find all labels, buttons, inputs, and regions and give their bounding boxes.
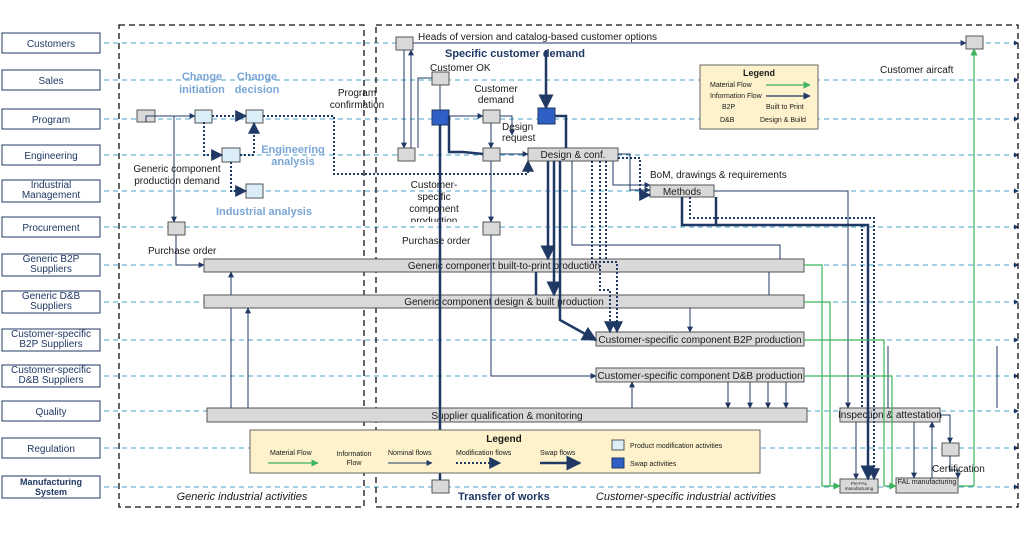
legend-bottom-swap-activities: Swap activities [630,461,677,468]
box-design-conf-label: Design & conf. [540,150,605,161]
lane-quality: Quality [35,407,66,418]
box-engineering-cs [397,147,416,162]
bar-cs-db-label: Customer-specific component D&B producti… [597,371,802,382]
lane-program: Program [32,115,70,126]
lane-labels: Customers Sales Program Engineering Indu… [1,32,101,499]
label-change-decision: Change decision [234,71,280,96]
material-flows [804,48,978,490]
label-generic-activities: Generic industrial activities [177,491,308,503]
box-design-request [482,147,501,162]
label-cs-component-demand: Customer-specific component production d… [409,180,459,222]
label-generic-component-demand: Generic component production demand [133,164,221,187]
legend-top-db-desc: Design & Build [760,117,806,124]
lane-engineering: Engineering [24,151,77,162]
box-customer-demand [482,109,501,124]
bar-qualification [206,407,808,423]
box-change-decision [245,109,264,124]
box-inspection-label: Inspection & attestation [838,410,942,421]
legend-top-material: Material Flow [710,82,753,89]
box-certification [941,442,960,457]
legend-bottom: Legend Material Flow Information Flow No… [249,429,761,474]
box-methods-label: Methods [663,187,701,198]
lane-cs-b2p-suppliers: Customer-specific B2P Suppliers [10,329,92,350]
label-customer-ok: Customer OK [430,63,491,74]
label-program-confirmation: Program confirmation [329,88,385,111]
label-engineering-analysis: Engineering analysis [261,144,325,168]
box-swap-program [431,109,450,126]
swap-flows [438,50,876,481]
lane-procurement: Procurement [22,223,79,234]
annotation-labels: Heads of version and catalog-based custo… [133,32,985,503]
legend-top-information: Information Flow [710,93,763,100]
legend-bottom-nominal: Nominal flows [388,450,432,457]
lane-industrial-management: Industrial Management [21,180,81,201]
box-pre-fal-label: Pre-FAL manufacturing [844,481,874,491]
box-heads-of-version [395,36,414,51]
box-fal-label: FAL manufacturing [897,479,957,486]
label-customer-aircraft: Customer aircaft [880,65,954,76]
label-transfer-of-works: Transfer of works [458,491,550,503]
bar-generic-db-label: Generic component design & built product… [404,297,604,308]
label-purchase-order-generic: Purchase order [148,246,217,257]
box-procurement-generic [167,221,186,236]
box-transfer-of-works [431,479,450,494]
lane-manufacturing-system: Manufacturing System [20,477,82,497]
production-bars: Generic component built-to-print product… [203,147,959,494]
bar-qualification-label: Supplier qualification & monitoring [431,411,582,422]
lane-cs-db-suppliers: Customer-specific D&B Suppliers [10,365,92,386]
box-procurement-cs [482,221,501,236]
label-bom: BoM, drawings & requirements [650,170,787,181]
legend-top-title: Legend [743,68,775,78]
box-change-initiation [194,109,213,124]
legend-top-b2p: B2P [722,104,736,111]
legend-bottom-title: Legend [486,434,522,445]
lane-generic-db-suppliers: Generic D&B Suppliers [21,291,81,312]
label-specific-customer-demand: Specific customer demand [445,48,585,60]
legend-bottom-information: Information Flow [336,451,372,467]
label-design-request: Design request [502,122,536,144]
legend-top-b2p-desc: Built to Print [766,104,804,111]
nominal-flows [145,40,998,480]
box-customer-aircraft [965,35,984,50]
label-change-initiation: Change initiation [179,71,225,96]
legend-bottom-swap: Swap flows [540,450,576,457]
label-cs-activities: Customer-specific industrial activities [596,491,777,503]
lane-sales: Sales [38,76,63,87]
box-engineering-analysis [221,147,241,163]
legend-bottom-material: Material Flow [270,450,313,457]
legend-top: Legend Material Flow Information Flow B2… [699,64,819,130]
bar-generic-b2p-label: Generic component built-to-print product… [408,261,600,272]
lane-regulation: Regulation [27,444,75,455]
legend-top-db: D&B [720,117,735,124]
lane-generic-b2p-suppliers: Generic B2P Suppliers [22,254,80,275]
lane-customers: Customers [27,39,75,50]
label-customer-demand: Customer demand [474,84,518,106]
customer-specific-region [375,24,1019,508]
label-industrial-analysis: Industrial analysis [216,206,312,218]
label-certification: Certification [932,464,985,475]
box-industrial-analysis [245,183,264,199]
legend-bottom-product-mod: Product modification activities [630,443,723,450]
modification-flows [203,110,880,481]
label-heads-of-version: Heads of version and catalog-based custo… [418,32,657,43]
legend-bottom-modification: Modification flows [456,450,512,457]
label-purchase-order-cs: Purchase order [402,236,471,247]
bar-cs-b2p-label: Customer-specific component B2P producti… [598,335,801,346]
